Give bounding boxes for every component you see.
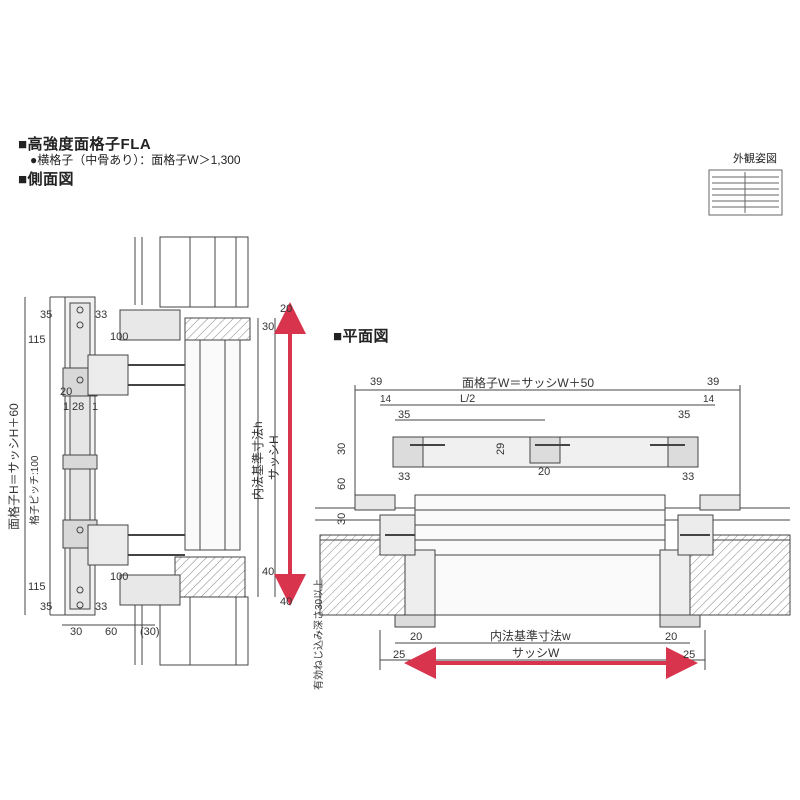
screw-note: 有効ねじ込み深さ30以上 (312, 579, 325, 690)
plan-dim-33-left: 33 (398, 471, 410, 483)
page-subtitle: ●横格子（中骨あり）：面格子W＞1,300 (30, 153, 241, 167)
page-title: ■高強度面格子FLA (18, 136, 152, 153)
dim-1-right: 1 (92, 401, 98, 413)
plan-dim-20-bl: 20 (410, 631, 422, 643)
dim-40-mid: 40 (262, 566, 274, 578)
dim-35-bottom: 35 (40, 601, 52, 613)
plan-dim-30-lower: 30 (336, 513, 348, 525)
dim-60: 60 (105, 626, 117, 638)
side-view-title: ■側面図 (18, 171, 75, 188)
dim-115-bottom: 115 (28, 581, 46, 593)
dim-100-bottom: 100 (110, 571, 128, 583)
dim-14-left: 14 (380, 394, 392, 405)
plan-dim-25-right: 25 (683, 649, 695, 661)
plan-view-drawing (315, 385, 791, 670)
plan-inner-dim-label: 内法基準寸法w (490, 628, 571, 643)
plan-sash-w-label: サッシW (512, 646, 560, 660)
sash-h-label: サッシH (267, 435, 281, 480)
dim-35-top: 35 (40, 309, 52, 321)
dim-39-left: 39 (370, 376, 382, 388)
dim-20: 20 (60, 386, 72, 398)
dim-30-paren: (30) (140, 626, 160, 638)
dim-115-top: 115 (28, 334, 46, 346)
dim-28: 28 (72, 401, 84, 413)
height-label: 面格子H＝サッシH＋60 (6, 403, 21, 530)
dim-35-left: 35 (398, 409, 410, 421)
dim-35-right: 35 (678, 409, 690, 421)
dim-20-top-right: 20 (280, 303, 292, 315)
half-label: L/2 (460, 393, 475, 405)
plan-view-title: ■平面図 (333, 328, 390, 345)
dim-30-bottom: 30 (70, 626, 82, 638)
dim-100-top: 100 (110, 331, 128, 343)
plan-dim-20-br: 20 (665, 631, 677, 643)
plan-total-label: 面格子W＝サッシW＋50 (462, 375, 594, 390)
dim-39-right: 39 (707, 376, 719, 388)
dim-30-top: 30 (262, 321, 274, 333)
plan-dim-30: 30 (336, 443, 348, 455)
plan-dim-33-right: 33 (682, 471, 694, 483)
dim-1-left: 1 (63, 401, 69, 413)
dim-40-bottom: 40 (280, 596, 292, 608)
appearance-label: 外観姿図 (733, 153, 777, 165)
plan-dim-29: 29 (495, 443, 507, 455)
plan-dim-60: 60 (336, 478, 348, 490)
inner-dim-label-h: 内法基準寸法h (250, 421, 265, 500)
appearance-thumbnail (708, 169, 783, 216)
plan-dim-25-left: 25 (393, 649, 405, 661)
dim-33-bottom: 33 (95, 601, 107, 613)
pitch-label: 格子ピッチ:100 (28, 455, 41, 525)
dim-14-right: 14 (703, 394, 715, 405)
plan-dim-20-mid: 20 (538, 466, 550, 478)
dim-33-top: 33 (95, 309, 107, 321)
side-view-drawing (24, 236, 276, 666)
